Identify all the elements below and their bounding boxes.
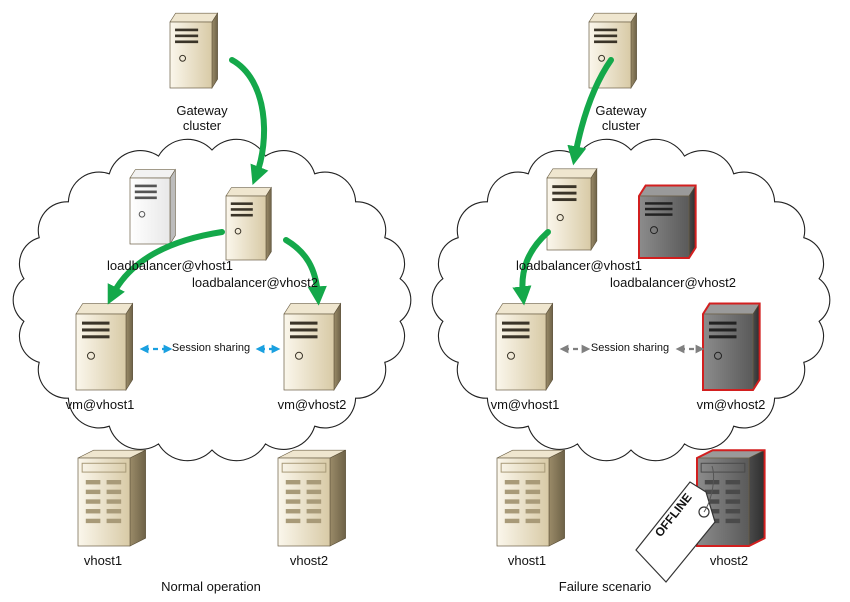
vm1-label-failure: vm@vhost1 bbox=[490, 397, 560, 412]
gateway-cluster-server-failure bbox=[588, 12, 638, 90]
gateway-cluster-server-normal bbox=[169, 12, 219, 90]
gateway-label-normal: Gateway cluster bbox=[176, 103, 227, 133]
lb2-label-normal: loadbalancer@vhost2 bbox=[192, 275, 318, 290]
vm2-server-normal bbox=[283, 302, 342, 392]
gateway-label-line1: Gateway bbox=[176, 103, 228, 118]
cloud-failure bbox=[431, 138, 831, 462]
lb1-server-normal bbox=[129, 168, 176, 246]
vhost2-label-failure: vhost2 bbox=[709, 553, 749, 568]
cloud-normal bbox=[12, 138, 412, 462]
session-sharing-label-failure: Session sharing bbox=[590, 342, 670, 354]
vhost2-label-normal: vhost2 bbox=[289, 553, 329, 568]
vhost1-host-failure bbox=[496, 449, 565, 547]
vm1-label-normal: vm@vhost1 bbox=[65, 397, 135, 412]
gateway-label-line1: Gateway bbox=[595, 103, 647, 118]
vhost1-host-normal bbox=[77, 449, 146, 547]
offline-tag bbox=[635, 465, 716, 583]
vhost1-label-failure: vhost1 bbox=[507, 553, 547, 568]
lb1-label-normal: loadbalancer@vhost1 bbox=[107, 258, 233, 273]
arrow-lb1-to-vm1-failure bbox=[512, 229, 551, 306]
vm2-label-normal: vm@vhost2 bbox=[277, 397, 347, 412]
arrow-gateway-to-lb1-failure bbox=[567, 57, 614, 166]
lb2-label-failure: loadbalancer@vhost2 bbox=[610, 275, 736, 290]
arrow-lb2-to-vm1-normal bbox=[107, 229, 225, 305]
gateway-label-failure: Gateway cluster bbox=[595, 103, 646, 133]
caption-failure-scenario: Failure scenario bbox=[558, 579, 652, 594]
vm1-server-normal bbox=[75, 302, 134, 392]
vm2-server-failed bbox=[702, 302, 761, 392]
lb1-server-failure bbox=[546, 167, 598, 252]
vm2-label-failure: vm@vhost2 bbox=[696, 397, 766, 412]
session-sharing-label-normal: Session sharing bbox=[171, 342, 251, 354]
caption-normal-operation: Normal operation bbox=[161, 579, 261, 594]
vhost1-label-normal: vhost1 bbox=[83, 553, 123, 568]
lb2-server-normal bbox=[225, 186, 272, 262]
vhost2-host-normal bbox=[277, 449, 346, 547]
lb2-server-failed bbox=[638, 184, 697, 260]
gateway-label-line2: cluster bbox=[601, 118, 641, 133]
gateway-label-line2: cluster bbox=[182, 118, 222, 133]
lb1-label-failure: loadbalancer@vhost1 bbox=[516, 258, 642, 273]
arrow-lb2-to-vm2-normal bbox=[283, 237, 327, 306]
arrow-gateway-to-lb2-normal bbox=[229, 57, 269, 185]
vm1-server-failure bbox=[495, 302, 554, 392]
